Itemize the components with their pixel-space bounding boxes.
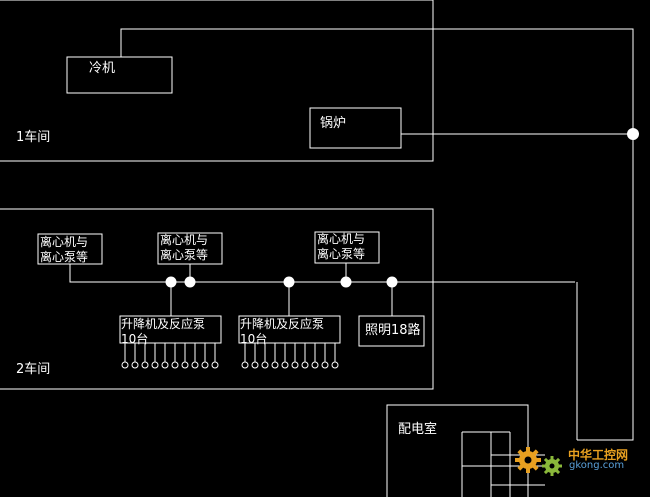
junction-node <box>627 128 639 140</box>
outlet-terminal <box>311 361 319 369</box>
lift-box-a: 升降机及反应泵 10台 <box>121 317 221 347</box>
workshop2-label: 2车间 <box>16 362 51 377</box>
outlet-terminal <box>201 361 209 369</box>
lift-a-line1: 升降机及反应泵 <box>121 317 206 331</box>
lift-box-b: 升降机及反应泵 10台 <box>240 317 340 347</box>
centrifuge-a-line1: 离心机与 <box>40 235 89 249</box>
centrifuge-c-line2: 离心泵等 <box>317 247 366 261</box>
lighting-label: 照明18路 <box>365 323 421 338</box>
centrifuge-a-line2: 离心泵等 <box>40 250 89 264</box>
chiller-feed-line <box>120 28 634 441</box>
outlet-terminal <box>251 361 259 369</box>
distribution-room-label: 配电室 <box>398 422 438 437</box>
outlet-terminal <box>121 361 129 369</box>
outlet-terminal <box>171 361 179 369</box>
outlet-terminal <box>241 361 249 369</box>
centrifuge-box-b: 离心机与 离心泵等 <box>160 233 224 263</box>
centrifuge-box-a: 离心机与 离心泵等 <box>40 235 104 265</box>
outlet-terminal <box>191 361 199 369</box>
outlet-terminal <box>161 361 169 369</box>
distribution-room-box <box>386 404 529 497</box>
gear-logo-icon <box>515 447 562 476</box>
outlet-terminal <box>131 361 139 369</box>
centrifuge-box-c: 离心机与 离心泵等 <box>317 232 381 262</box>
bus-junction <box>340 276 352 288</box>
centrifuge-b-line1: 离心机与 <box>160 233 209 247</box>
outlet-terminal <box>281 361 289 369</box>
lift-a-line2: 10台 <box>121 332 149 346</box>
lift-box <box>119 315 222 344</box>
outlet-terminal <box>331 361 339 369</box>
centrifuge-box <box>37 233 103 265</box>
outlet-terminal <box>291 361 299 369</box>
outlet-terminal <box>271 361 279 369</box>
workshop2-bus <box>69 264 575 283</box>
boiler-label: 锅炉 <box>320 116 347 131</box>
bus-junction <box>184 276 196 288</box>
outlet-terminal <box>211 361 219 369</box>
centrifuge-c-line1: 离心机与 <box>317 232 366 246</box>
watermark-url: gkong.com <box>569 460 625 471</box>
outlet-terminal <box>141 361 149 369</box>
chiller-box <box>66 56 173 94</box>
outlet-terminal <box>301 361 309 369</box>
outlet-terminal <box>261 361 269 369</box>
centrifuge-b-line2: 离心泵等 <box>160 248 209 262</box>
outlet-terminal <box>321 361 329 369</box>
centrifuge-box <box>314 231 380 264</box>
outlet-terminal <box>151 361 159 369</box>
chiller-label: 冷机 <box>89 61 116 76</box>
lighting-box <box>358 315 425 347</box>
boiler-box <box>309 107 402 149</box>
workshop1-label: 1车间 <box>16 130 51 145</box>
lift-b-line2: 10台 <box>240 332 268 346</box>
lift-box <box>238 315 341 344</box>
workshop2-boundary <box>0 208 434 390</box>
watermark-title: 中华工控网 <box>568 448 629 462</box>
lift-b-line1: 升降机及反应泵 <box>240 317 325 331</box>
workshop1-boundary <box>0 0 434 162</box>
outlet-terminal <box>181 361 189 369</box>
